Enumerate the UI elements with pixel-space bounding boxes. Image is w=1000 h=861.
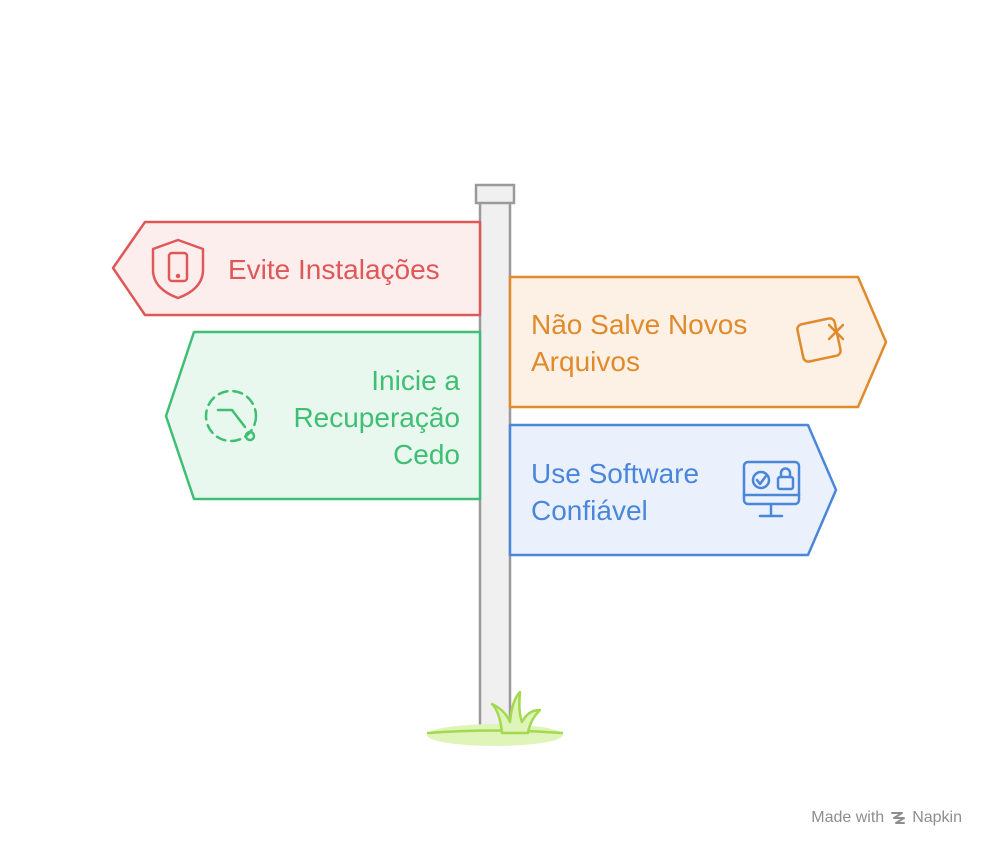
sign-inicie-recuperacao: Inicie a Recuperação Cedo [164,330,482,501]
signpost-pole [474,183,516,735]
shield-phone-icon [151,238,205,300]
credit-prefix: Made with [811,809,885,826]
sign-label-line-2: Confiável [531,495,648,526]
made-with-napkin-badge: Made with Napkin [811,809,962,827]
sign-use-software-confiavel: Use Software Confiável [508,423,838,557]
grass-tuft [426,690,564,746]
sign-label-line-3: Cedo [393,439,460,470]
sign-label-line-2: Arquivos [531,346,640,377]
sign-label-line-1: Use Software [531,458,699,489]
sign-label-line-1: Inicie a [371,365,460,396]
dashed-clock-icon [204,389,258,443]
sign-label: Evite Instalações [228,254,440,285]
sign-label-line-2: Recuperação [293,402,460,433]
square-x-icon [796,317,845,363]
sign-evite-instalacoes: Evite Instalações [111,220,482,317]
monitor-lock-icon [742,460,801,518]
sign-nao-salve-novos-arquivos: Não Salve Novos Arquivos [508,275,888,409]
napkin-logo-icon [891,812,906,824]
credit-brand: Napkin [912,809,962,826]
sign-label-line-1: Não Salve Novos [531,309,747,340]
